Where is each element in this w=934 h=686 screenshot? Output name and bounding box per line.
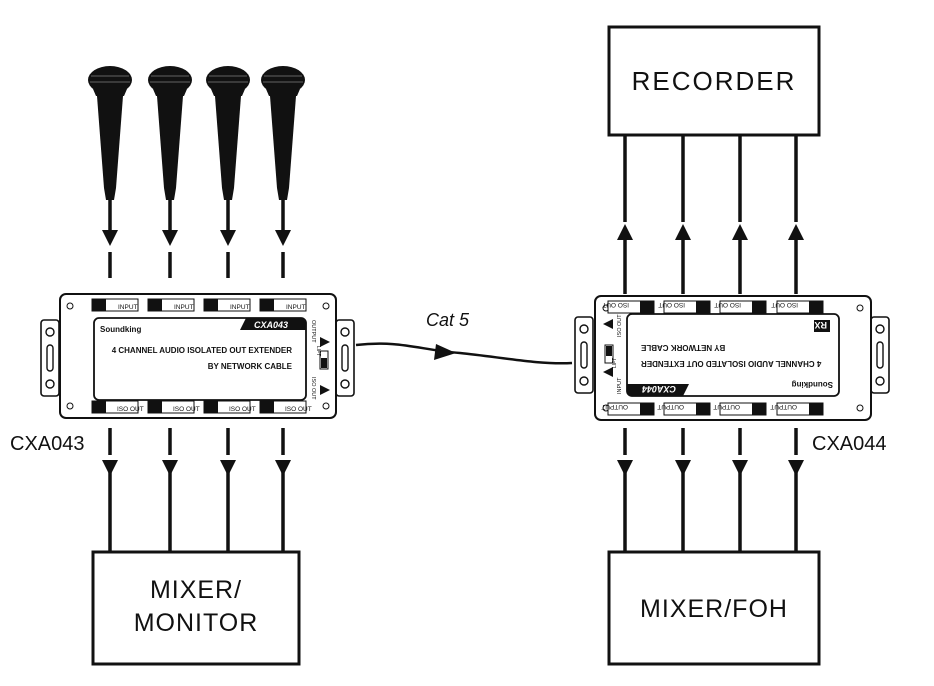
port-number: 2 <box>691 403 696 412</box>
port-number: 1 <box>804 301 809 310</box>
mixer-monitor-box: MIXER/ MONITOR <box>91 550 301 666</box>
cxa044-label: CXA044 <box>812 433 887 455</box>
lift-label: LIFT <box>315 346 321 356</box>
port-number: 4 <box>635 301 640 310</box>
microphone-icon <box>86 64 134 280</box>
port-number: 2 <box>162 302 167 311</box>
port-label: ISO OUT <box>173 406 200 413</box>
rx-output-arrows <box>617 460 804 476</box>
port-label: ISO OUT <box>714 301 741 308</box>
device-title: 4 CHANNEL AUDIO ISOLATED OUT EXTENDER <box>641 359 822 368</box>
port-number: 3 <box>691 301 696 310</box>
lift-label: LIFT <box>612 358 618 368</box>
port-label: INPUT <box>286 304 306 311</box>
rx-output-lines <box>623 428 798 551</box>
model-badge: CXA044 <box>642 384 676 394</box>
microphone-icon <box>259 64 307 280</box>
tx-output-lines <box>108 428 285 551</box>
tx-input-ports: 1 INPUT 2 INPUT 3 INPUT 4 INPUT <box>91 298 307 312</box>
port-label: INPUT <box>118 304 138 311</box>
rx-output-ports: 4 OUTPUT 3 OUTPUT 2 OUTPUT 1 OUTPUT <box>601 402 824 416</box>
rx-badge: RX <box>814 320 827 330</box>
port-number: 1 <box>106 302 111 311</box>
port-label: ISO OUT <box>658 301 685 308</box>
mic-arrows <box>102 230 291 246</box>
port-number: 1 <box>106 404 111 413</box>
rx-iso-lines <box>623 136 798 294</box>
mixer-monitor-label: MIXER/ <box>150 576 242 604</box>
input-port-icon <box>603 367 613 377</box>
port-label: ISO OUT <box>285 406 312 413</box>
rx-iso-out-ports: 1 ISO OUT 2 ISO OUT 3 ISO OUT 4 ISO OUT <box>602 300 824 314</box>
side-label: ISO OUT <box>617 314 623 337</box>
mixer-foh-box: MIXER/FOH <box>607 550 821 666</box>
recorder-label: RECORDER <box>632 66 797 96</box>
microphone-icon <box>146 64 194 280</box>
cable-direction-arrow <box>434 344 456 360</box>
device-subtitle: BY NETWORK CABLE <box>640 343 725 352</box>
iso-out-port-icon <box>603 319 613 329</box>
port-number: 3 <box>218 404 223 413</box>
port-number: 1 <box>635 403 640 412</box>
port-label: ISO OUT <box>602 301 629 308</box>
microphone-icon <box>204 64 252 280</box>
model-badge: CXA043 <box>254 320 288 330</box>
port-number: 4 <box>804 403 809 412</box>
port-number: 3 <box>747 403 752 412</box>
side-label: OUTPUT <box>310 320 316 343</box>
tx-output-arrows <box>102 460 291 476</box>
mounting-ear-right <box>335 319 355 397</box>
side-label: ISO OUT <box>310 377 316 400</box>
port-number: 4 <box>274 302 279 311</box>
port-label: INPUT <box>230 304 250 311</box>
mixer-foh-label: MIXER/FOH <box>640 595 788 623</box>
port-label: OUTPUT <box>657 403 684 410</box>
brand-logo: Soundking <box>792 380 833 389</box>
port-label: OUTPUT <box>601 403 628 410</box>
port-label: INPUT <box>174 304 194 311</box>
device-subtitle: BY NETWORK CABLE <box>208 362 293 371</box>
iso-out-port-icon <box>320 385 330 395</box>
port-number: 2 <box>162 404 167 413</box>
cable-label: Cat 5 <box>426 310 470 330</box>
port-number: 4 <box>274 404 279 413</box>
brand-logo: Soundking <box>100 325 141 334</box>
cxa043-device: 1 INPUT 2 INPUT 3 INPUT 4 INPUT Soundking CX… <box>40 293 355 419</box>
mounting-ear-left <box>40 319 60 397</box>
cxa043-label: CXA043 <box>10 433 85 455</box>
side-label: INPUT <box>617 377 623 394</box>
port-number: 2 <box>747 301 752 310</box>
mixer-monitor-label: MONITOR <box>134 609 259 637</box>
port-label: ISO OUT <box>771 301 798 308</box>
rx-iso-arrows <box>617 224 804 240</box>
port-number: 3 <box>218 302 223 311</box>
port-label: ISO OUT <box>229 406 256 413</box>
port-label: OUTPUT <box>770 403 797 410</box>
tx-iso-out-ports: 1 ISO OUT 2 ISO OUT 3 ISO OUT 4 ISO OUT <box>91 400 312 414</box>
port-label: ISO OUT <box>117 406 144 413</box>
mounting-ear-left <box>574 316 594 394</box>
port-label: OUTPUT <box>713 403 740 410</box>
recorder-box: RECORDER <box>607 25 821 137</box>
mounting-ear-right <box>870 316 890 394</box>
device-title: 4 CHANNEL AUDIO ISOLATED OUT EXTENDER <box>112 346 293 355</box>
output-port-icon <box>320 337 330 347</box>
cat5-cable: Cat 5 <box>355 310 573 365</box>
